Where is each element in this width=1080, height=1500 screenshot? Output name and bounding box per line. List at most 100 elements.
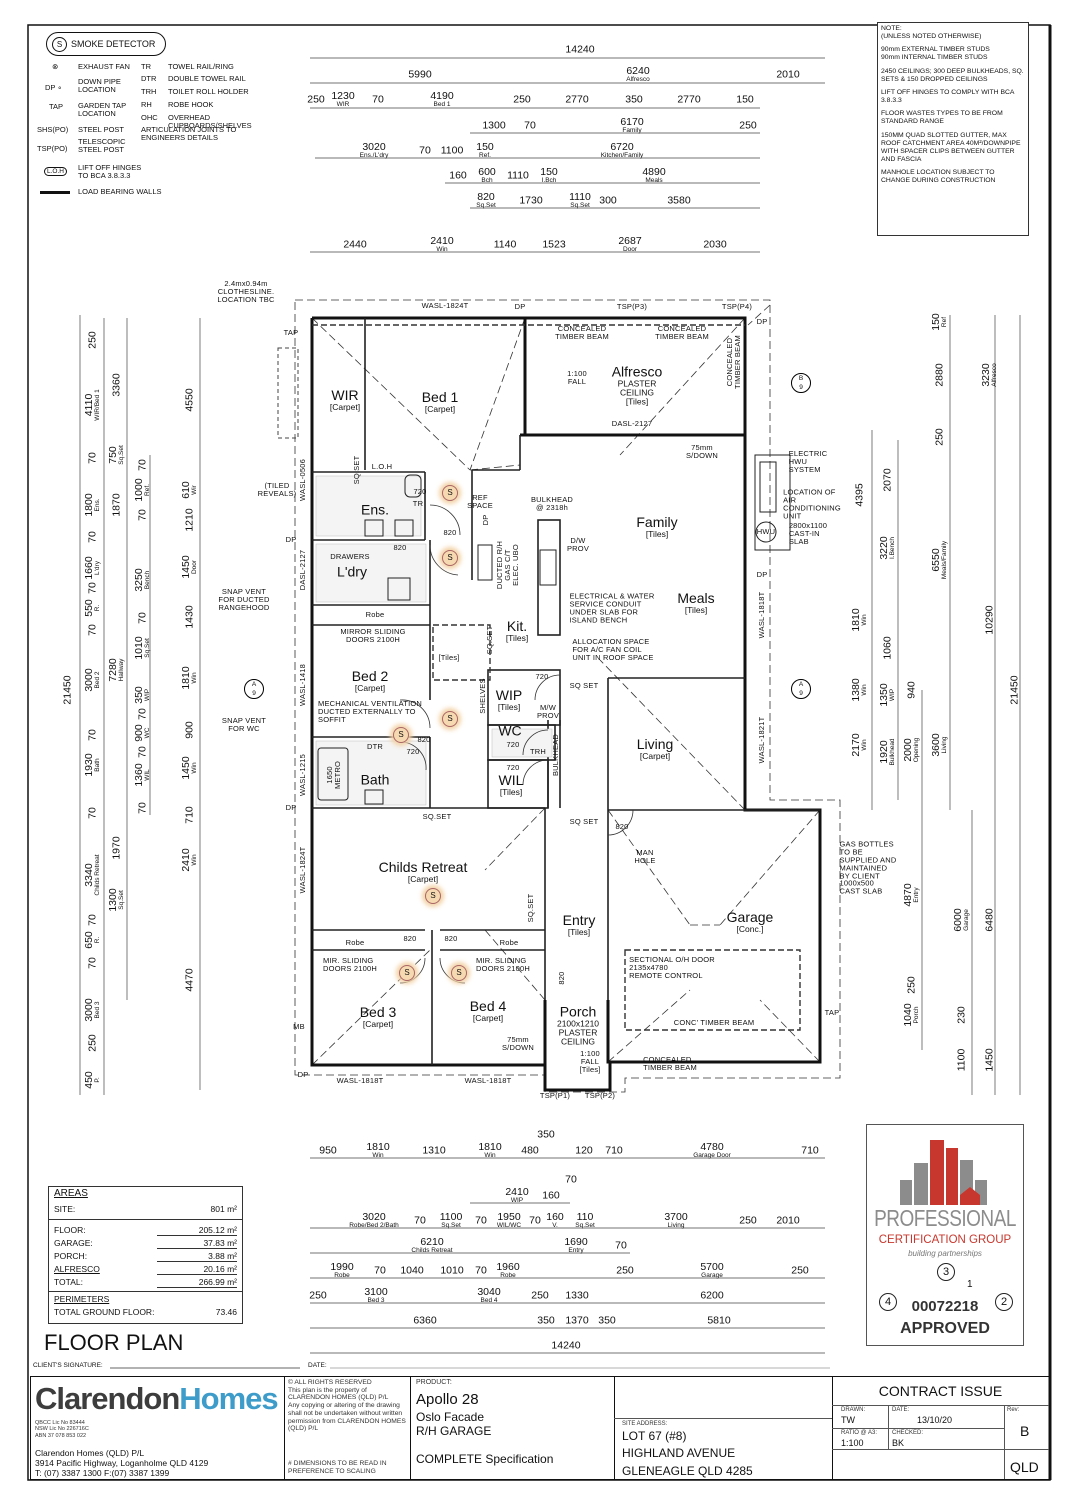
dimension-caption: Win	[484, 1152, 496, 1160]
plan-annotation: SQ.SET	[352, 455, 362, 485]
telescopic-post-icon: TSP(PO)	[37, 144, 68, 153]
smoke-detector-icon: S	[442, 711, 458, 727]
dimension-value: 70	[136, 802, 149, 814]
plan-annotation: D/W PROV	[566, 536, 590, 553]
dimension-caption: Sq.Set	[476, 202, 496, 210]
suburb: GLENEAGLE QLD 4285	[622, 1464, 753, 1478]
dimension-caption: Bed 3	[94, 1001, 102, 1019]
room-finish: [Carpet]	[424, 403, 456, 414]
dimension-value: 2770	[677, 93, 701, 106]
dimension-value: 250	[309, 1289, 327, 1302]
note-item: 90mm EXTERNAL TIMBER STUDS 90mm INTERNAL…	[881, 46, 990, 62]
room-name: Porch	[559, 1003, 597, 1020]
dimension-top: 1730	[519, 195, 542, 206]
certifier-name: PROFESSIONAL	[874, 1206, 1016, 1232]
builder-logo: ClarendonHomes	[35, 1381, 279, 1416]
dimension-left: 70	[86, 914, 98, 926]
dimension-value: 300	[599, 194, 617, 207]
room-finish: [Tiles]	[497, 701, 521, 712]
plan-annotation: DP	[756, 570, 768, 580]
dimension-value: 70	[374, 1264, 386, 1277]
dimension-top: 1140	[494, 239, 517, 250]
divider	[1004, 1405, 1005, 1479]
room-name: Bed 1	[421, 389, 459, 406]
date-value: 13/10/20	[917, 1415, 953, 1425]
dimension-top: 1110	[507, 170, 529, 181]
plan-annotation: 720	[406, 747, 420, 757]
plan-annotation: DP	[481, 514, 491, 526]
dimension-value: 1110	[569, 191, 591, 204]
dimension-value: 21450	[61, 675, 74, 705]
dimension-caption: Ref.	[144, 484, 152, 496]
dimension-caption: Win	[861, 684, 869, 696]
room-bath: Bath	[361, 772, 390, 788]
room-finish: [Tiles]	[505, 632, 529, 643]
smoke-detector-icon: S	[399, 965, 415, 981]
area-label: ALFRESCO	[54, 1264, 100, 1274]
dimension-caption: Ref	[941, 316, 949, 328]
dimension-caption: Living	[667, 1222, 685, 1230]
ratio-value: 1:100	[841, 1438, 864, 1448]
dimension-right: 2880	[933, 363, 945, 386]
dimension-bottom: 160	[542, 1190, 560, 1201]
dimension-caption: Alfresco	[991, 363, 999, 387]
company-name: Clarendon Homes (QLD) P/L	[35, 1448, 145, 1458]
dimension-top: 2030	[703, 239, 726, 250]
dimension-left: 70	[86, 807, 99, 819]
dimension-value: 600	[478, 166, 496, 179]
legend-code: OHC	[141, 113, 158, 122]
dimension-caption: Bench	[144, 570, 152, 590]
plan-annotation: CONCEALED TIMBER BEAM	[725, 335, 742, 389]
dimension-top: 70	[419, 145, 431, 156]
dimension-caption: Win	[861, 739, 869, 751]
dimension-value: 70	[372, 93, 384, 106]
dimension-value: 4190	[430, 90, 454, 103]
dimension-bottom: 1010	[440, 1265, 463, 1276]
dimension-top: 3580	[667, 195, 690, 206]
section-sheet: 9	[252, 690, 256, 697]
dimension-left: 70	[136, 612, 148, 624]
product-name: Apollo 28	[416, 1391, 479, 1408]
plan-annotation: WASL-1818T	[336, 1076, 384, 1086]
dimension-value: 1810	[366, 1141, 390, 1154]
dimension-caption: Opening	[913, 737, 921, 763]
areas-title: AREAS	[54, 1188, 88, 1199]
dimension-bottom: 70	[414, 1215, 426, 1226]
dimension-caption: Sq.Set	[570, 202, 590, 210]
plan-annotation: 720	[413, 487, 427, 497]
legend-symbol: ⊗	[52, 62, 59, 71]
dimension-caption: Win	[191, 672, 199, 684]
plan-annotation: 2800x1100 CAST-IN SLAB	[788, 521, 828, 546]
plan-annotation: SQ.SET	[485, 625, 495, 655]
plan-annotation: MECHANICAL VENTILATION DUCTED EXTERNALLY…	[318, 699, 422, 724]
dimension-caption: Living	[941, 736, 949, 754]
area-value: 205.12 m²	[157, 1225, 237, 1236]
rev-value: B	[1020, 1423, 1030, 1439]
dimension-value: 250	[307, 93, 325, 106]
legend-label: EXHAUST FAN	[78, 62, 130, 71]
room-name: WIL	[498, 772, 524, 789]
dimension-left: 70	[86, 582, 98, 594]
dimension-value: 70	[86, 807, 99, 819]
area-value: 37.83 m²	[157, 1238, 237, 1249]
dimension-top: 300	[599, 195, 617, 206]
dimension-value: 70	[529, 1214, 541, 1227]
